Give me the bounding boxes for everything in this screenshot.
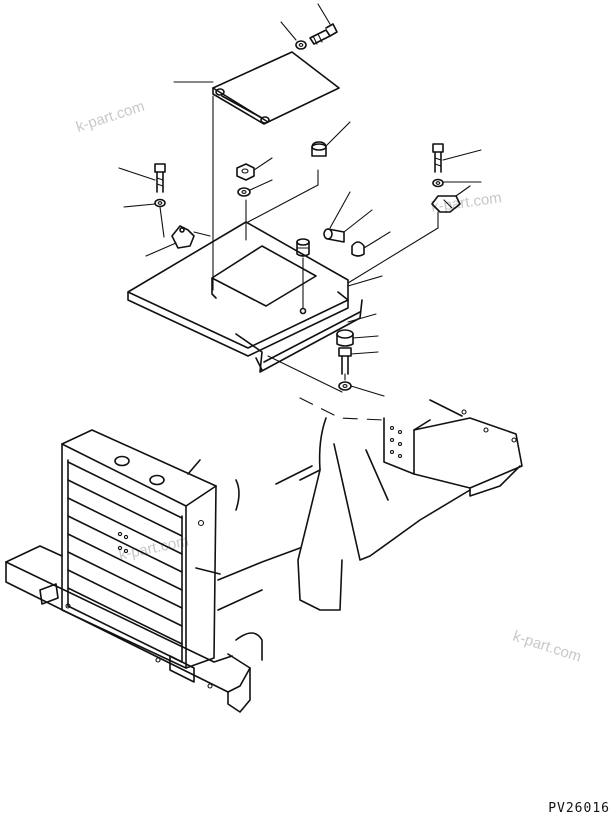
leader-line [347,313,377,323]
leader-line [145,242,177,257]
leader-line [350,385,385,397]
rubber-cushion-part [311,141,327,157]
leader-line [343,209,373,233]
leader-line [442,149,482,161]
cover-alignment-line [193,231,211,237]
watermark: k-part.com [117,533,190,564]
pin-part [323,228,345,243]
center-washer-part [237,187,251,197]
lower-washer-part [338,381,352,391]
leader-line [280,21,297,41]
lower-bolt-part [338,347,352,375]
radiator-grille-part [61,429,217,669]
right-bolt-part [432,143,444,173]
clip-part [351,241,365,257]
top-bolt-part [309,23,338,45]
mount-hole [299,307,307,315]
top-washer-part [295,40,307,50]
leader-line [455,185,471,197]
left-bracket-part [171,225,195,249]
watermark: k-part.com [74,98,147,136]
inspection-cover-part [212,51,340,125]
leader-line [350,351,379,355]
right-bracket-part [431,195,461,213]
leader-line [118,167,156,181]
watermark: k-part.com [511,628,584,666]
floor-panel-part [127,221,363,373]
leader-line [249,179,273,191]
leader-line [363,231,391,249]
nut-part [236,163,255,181]
leader-line [352,335,379,339]
leader-line [317,3,331,25]
machine-frame-part [187,397,523,661]
leader-line [347,275,383,287]
leader-line [325,121,351,147]
panel-cushion-part [296,238,310,257]
leader-line [329,191,351,229]
left-washer-part [154,198,166,208]
left-bolt-part [154,163,166,193]
front-bumper-part [5,545,251,713]
drawing-code: PV26016 [548,801,610,816]
leader-line [123,203,156,208]
right-washer-part [432,178,444,188]
leader-line [253,157,273,171]
cover-alignment-line [159,206,165,238]
lower-cushion-part [336,329,354,347]
leader-line [247,184,319,223]
cover-alignment-line [267,355,343,393]
cover-alignment-line [347,227,439,284]
